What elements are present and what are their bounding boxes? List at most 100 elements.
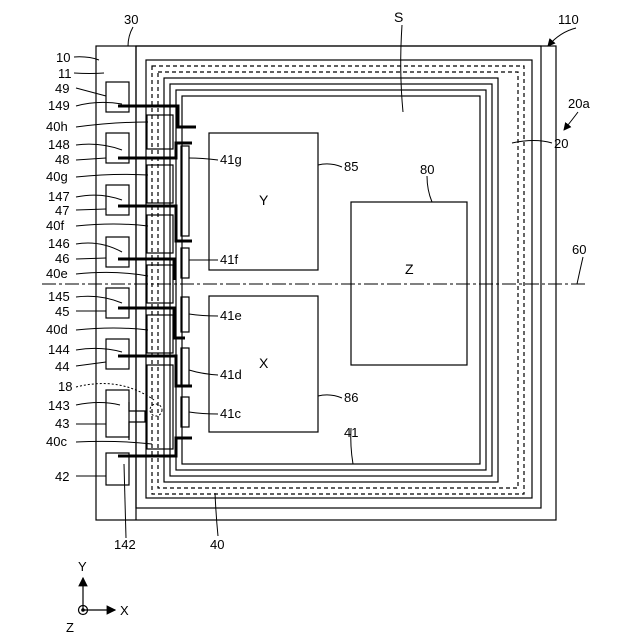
label-pad: 44	[55, 359, 69, 374]
label-electrode-40: 40h	[46, 119, 68, 134]
label-electrode-40: 40c	[46, 434, 67, 449]
pad-46	[106, 237, 129, 267]
label-electrode-40: 40g	[46, 169, 68, 184]
leader-S	[401, 25, 403, 112]
leader-10	[74, 57, 99, 60]
label-40: 40	[210, 537, 224, 552]
label-41: 41	[344, 425, 358, 440]
leader-41c	[189, 412, 218, 414]
leader-40h	[76, 122, 148, 127]
label-electrode-41: 41e	[220, 308, 242, 323]
leader-40f	[76, 224, 148, 226]
leader-85	[318, 164, 342, 167]
leader-40d	[76, 328, 148, 330]
frame-4	[170, 84, 492, 476]
leader-40e	[76, 272, 148, 276]
leader-11	[74, 73, 104, 74]
label-electrode-41: 41c	[220, 406, 241, 421]
label-142: 142	[114, 537, 136, 552]
leader-41g	[189, 158, 218, 160]
label-figure-110: 110	[558, 12, 579, 27]
label-60: 60	[572, 242, 586, 257]
label-wire: 148	[48, 137, 70, 152]
leader-41d	[189, 370, 218, 375]
leader-48	[76, 158, 106, 160]
label-30: 30	[124, 12, 138, 27]
wire-149	[118, 106, 196, 127]
leader-46	[76, 258, 106, 259]
pad-47	[106, 185, 129, 215]
label-electrode-40: 40d	[46, 322, 68, 337]
axis-x-label: X	[120, 603, 129, 618]
leader-142	[124, 464, 126, 538]
label-wire: 146	[48, 236, 70, 251]
label-pad: 47	[55, 203, 69, 218]
label-wire: 147	[48, 189, 70, 204]
pad-45	[106, 288, 129, 318]
label-86: 86	[344, 390, 358, 405]
leader-40	[215, 493, 218, 536]
wire-143	[129, 402, 145, 440]
leader-60	[577, 257, 583, 284]
leader-144	[76, 348, 122, 352]
leader-41e	[189, 314, 218, 316]
label-80: 80	[420, 162, 434, 177]
label-electrode-41: 41d	[220, 367, 242, 382]
label-18: 18	[58, 379, 72, 394]
electrode-40g	[147, 165, 173, 203]
arrow-110	[548, 28, 576, 46]
leader-40g	[76, 174, 148, 177]
leader-40c	[76, 441, 152, 444]
leader-47	[76, 209, 106, 210]
label-pad: 43	[55, 416, 69, 431]
pad-42	[106, 453, 129, 485]
leader-143	[76, 403, 120, 406]
label-region-z: Z	[405, 261, 414, 277]
label-S: S	[394, 9, 403, 25]
label-pad: 42	[55, 469, 69, 484]
frame-dashed-1	[152, 66, 524, 494]
electrode-40f	[147, 215, 173, 253]
label-85: 85	[344, 159, 358, 174]
frame-3	[164, 78, 498, 482]
leader-18	[76, 384, 154, 400]
label-pad: 49	[55, 81, 69, 96]
label-pad: 48	[55, 152, 69, 167]
frame-2	[146, 60, 532, 498]
leader-145	[76, 296, 122, 303]
axis-z-dot	[81, 608, 85, 612]
leader-49	[76, 88, 106, 96]
label-electrode-40: 40e	[46, 266, 68, 281]
label-electrode-40: 40f	[46, 218, 64, 233]
frame-dashed-20	[158, 72, 518, 488]
label-20: 20	[554, 136, 568, 151]
leader-80	[427, 176, 432, 202]
electrode-40d	[147, 315, 173, 353]
arrow-20a	[564, 112, 578, 130]
leader-149	[76, 102, 122, 106]
label-region-x: X	[259, 355, 269, 371]
label-pad: 46	[55, 251, 69, 266]
pad-43	[106, 390, 129, 437]
leader-30	[128, 27, 133, 46]
label-wire: 149	[48, 98, 70, 113]
axis-y-label: Y	[78, 559, 87, 574]
leader-44	[76, 362, 106, 366]
label-wire: 144	[48, 342, 70, 357]
leader-146	[76, 243, 122, 252]
label-pad: 45	[55, 304, 69, 319]
label-11: 11	[58, 66, 72, 81]
electrode-40h	[147, 115, 173, 149]
label-electrode-41: 41f	[220, 252, 238, 267]
label-wire: 143	[48, 398, 70, 413]
label-wire: 145	[48, 289, 70, 304]
label-region-y: Y	[259, 192, 269, 208]
leader-148	[76, 144, 122, 150]
leader-86	[318, 395, 342, 398]
label-electrode-41: 41g	[220, 152, 242, 167]
pad-44	[106, 339, 129, 369]
label-20a: 20a	[568, 96, 590, 111]
axis-z-label: Z	[66, 620, 74, 635]
leader-147	[76, 195, 122, 200]
